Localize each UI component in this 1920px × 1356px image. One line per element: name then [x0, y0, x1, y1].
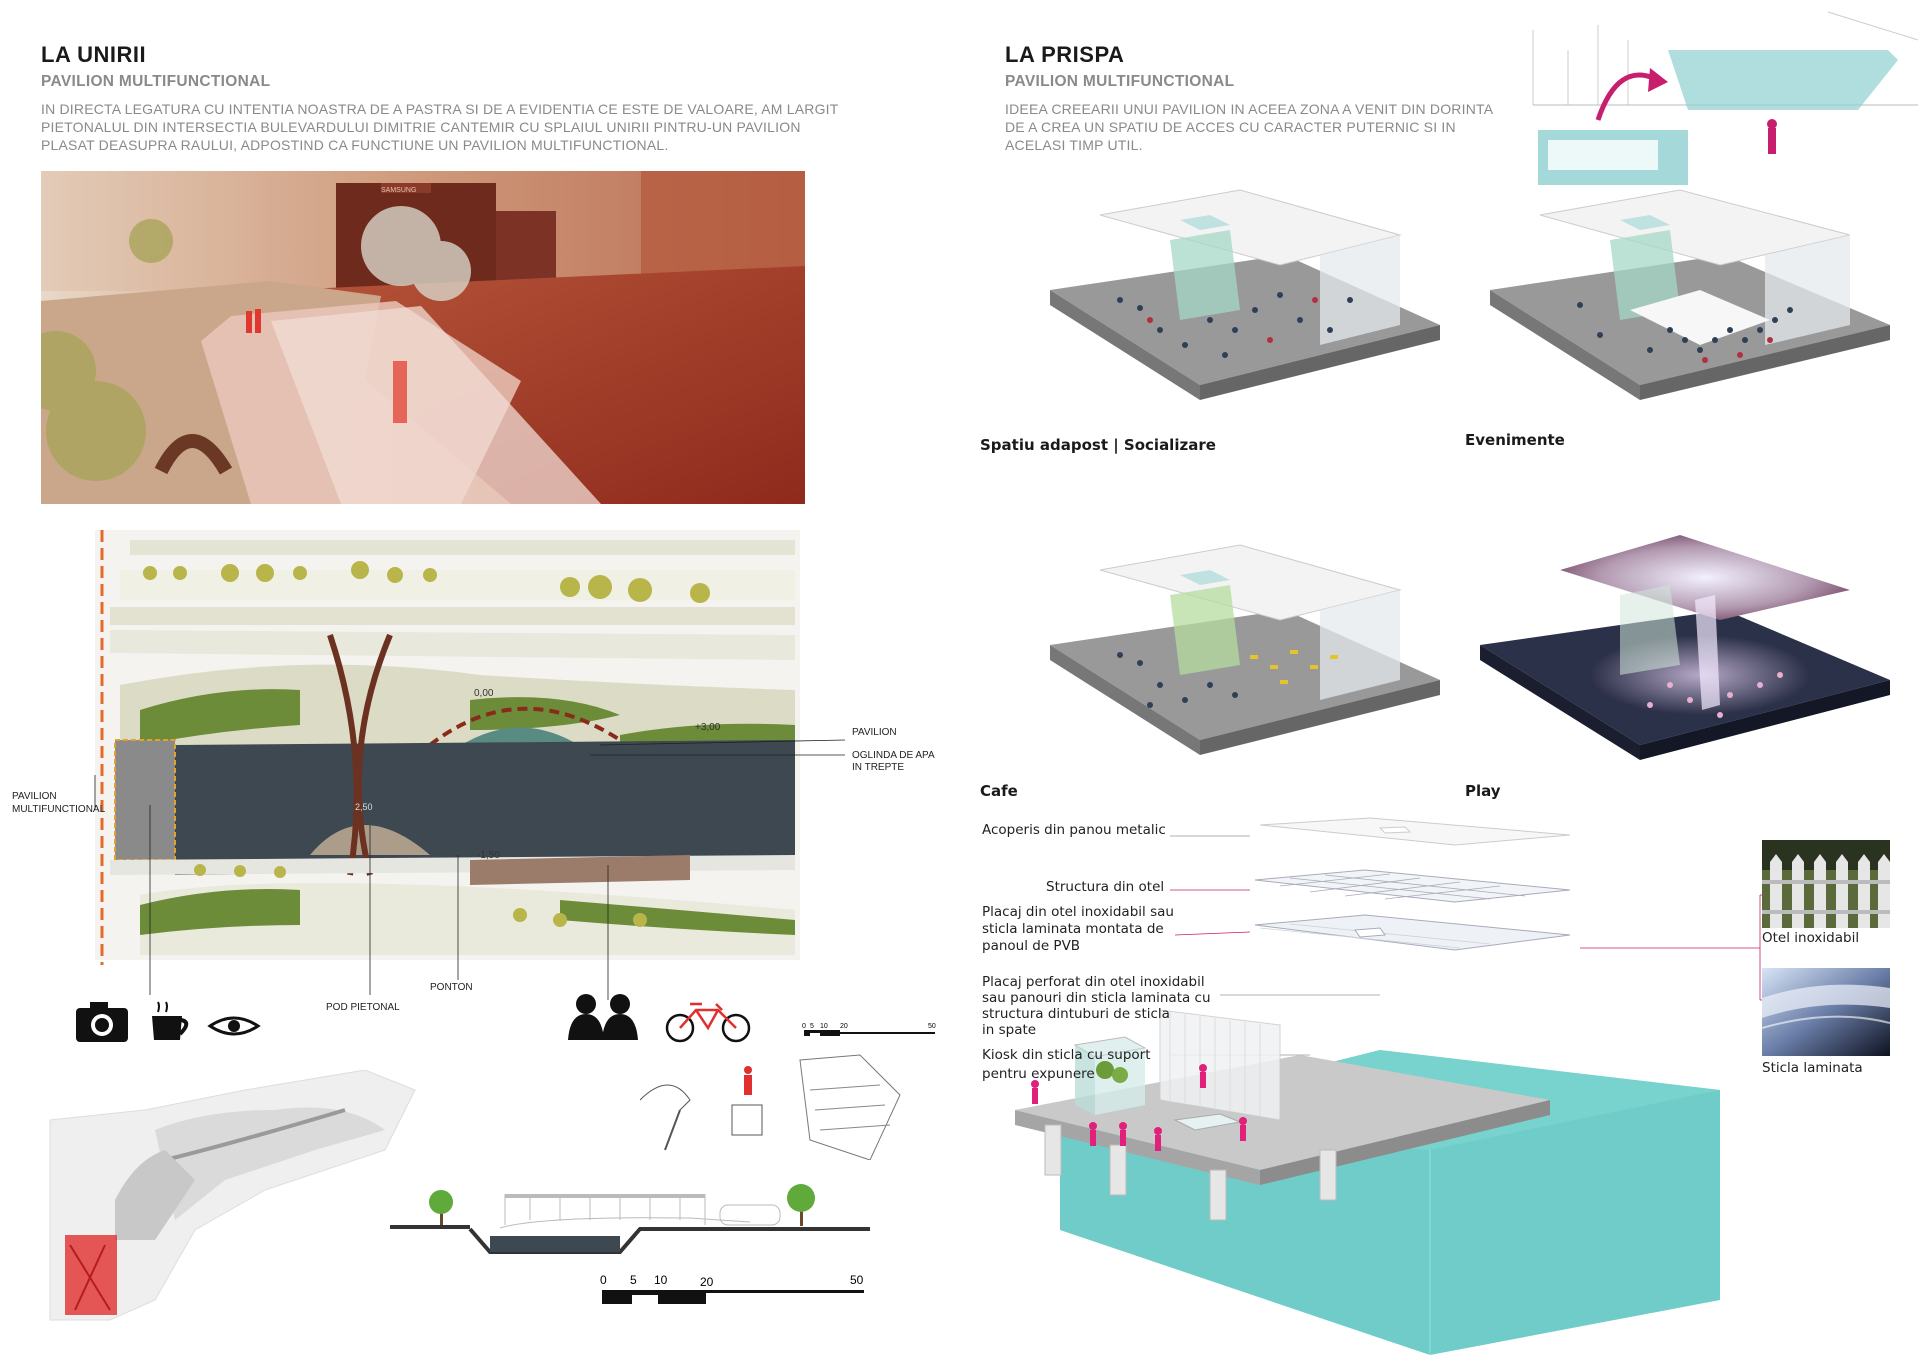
- left-paragraph-line: IN DIRECTA LEGATURA CU INTENTIA NOASTRA …: [41, 101, 839, 117]
- small-scale-50: 50: [928, 1023, 936, 1030]
- tree-icon: [429, 1190, 453, 1225]
- swatch-laminated-glass: [1762, 968, 1890, 1056]
- label-cladding-line: panoul de PVB: [982, 938, 1081, 954]
- right-title: LA PRISPA: [1005, 42, 1125, 67]
- coffee-cup-icon: [152, 1001, 189, 1040]
- big-scale-5: 5: [630, 1273, 637, 1287]
- small-scale-0: 0: [802, 1023, 806, 1030]
- river-section: [390, 1184, 870, 1254]
- right-paragraph-line: IDEEA CREEARII UNUI PAVILION IN ACEEA ZO…: [1005, 101, 1494, 117]
- label-material-glass: Sticla laminata: [1762, 1060, 1863, 1076]
- pavilion-scene-cafe: [1050, 544, 1440, 755]
- caption-shelter: Spatiu adapost | Socializare: [980, 436, 1216, 454]
- level-minus: -1,50: [477, 850, 500, 861]
- left-title: LA UNIRII: [41, 42, 147, 67]
- big-scale-20: 20: [700, 1275, 714, 1289]
- small-scale-20: 20: [840, 1023, 848, 1030]
- label-cladding-line: sticla laminata montata de: [982, 921, 1164, 937]
- label-kiosk: Kiosk din sticla cu suport pentru expune…: [982, 1046, 1151, 1084]
- location-map: [49, 1070, 416, 1321]
- right-paragraph: IDEEA CREEARII UNUI PAVILION IN ACEEA ZO…: [1005, 100, 1545, 154]
- eye-icon: [207, 1016, 261, 1036]
- label-perforated-line: sau panouri din sticla laminata cu: [982, 990, 1211, 1006]
- concept-sketch: [1532, 11, 1919, 185]
- big-scale-10: 10: [654, 1273, 668, 1287]
- level-plus: +3,00: [695, 722, 721, 733]
- label-pod: POD PIETONAL: [326, 1002, 400, 1013]
- user-bike-icons: [568, 994, 751, 1043]
- level-zero: 0,00: [474, 688, 494, 699]
- label-perforated-line: Placaj perforat din otel inoxidabil: [982, 974, 1205, 990]
- label-pavilion-multi-1: PAVILION: [12, 791, 57, 802]
- large-scale-bar: 0 5 10 20 50: [600, 1273, 864, 1304]
- site-plan: 0,00 +3,00 -1,50 2,50 PAVILION OGLINDA D…: [12, 530, 935, 1013]
- detail-sketches: [640, 1054, 901, 1160]
- small-scale-5: 5: [810, 1023, 814, 1030]
- label-kiosk-line: pentru expunere: [982, 1066, 1095, 1082]
- label-perforated-line: in spate: [982, 1022, 1037, 1038]
- label-steel-structure: Structura din otel: [1046, 879, 1165, 895]
- sign-text: SAMSUNG: [381, 187, 416, 194]
- big-scale-0: 0: [600, 1273, 607, 1287]
- activity-icons: [76, 1001, 261, 1042]
- caption-play: Play: [1465, 782, 1501, 800]
- small-scale-10: 10: [820, 1023, 828, 1030]
- users-icon: [568, 994, 638, 1040]
- swatch-stainless-steel: [1762, 840, 1890, 928]
- tree-icon: [787, 1184, 815, 1226]
- label-cladding-line: Placaj din otel inoxidabil sau: [982, 904, 1174, 920]
- label-material-steel: Otel inoxidabil: [1762, 930, 1860, 946]
- small-scale-bar: 0 5 10 20 50: [802, 1023, 936, 1036]
- right-subtitle: PAVILION MULTIFUNCTIONAL: [1005, 73, 1235, 90]
- right-paragraph-line: DE A CREA UN SPATIU DE ACCES CU CARACTER…: [1005, 119, 1456, 135]
- pavilion-scene-events: [1490, 189, 1890, 400]
- label-pavilion: PAVILION: [852, 727, 897, 738]
- label-roof: Acoperis din panou metalic: [982, 822, 1166, 838]
- label-cladding: Placaj din otel inoxidabil sau sticla la…: [982, 904, 1174, 955]
- left-paragraph: IN DIRECTA LEGATURA CU INTENTIA NOASTRA …: [41, 100, 851, 154]
- label-oglinda-2: IN TREPTE: [852, 762, 904, 773]
- left-paragraph-line: PIETONALUL DIN INTERSECTIA BULEVARDULUI …: [41, 119, 801, 135]
- big-scale-50: 50: [850, 1273, 864, 1287]
- level-mid: 2,50: [355, 802, 373, 812]
- pavilion-scene-play: [1480, 535, 1890, 760]
- label-kiosk-line: Kiosk din sticla cu suport: [982, 1047, 1151, 1063]
- label-ponton: PONTON: [430, 982, 473, 993]
- label-perforated-line: structura dintuburi de sticla: [982, 1006, 1170, 1022]
- pavilion-render-photo: SAMSUNG: [41, 171, 805, 504]
- label-perforated: Placaj perforat din otel inoxidabil sau …: [982, 974, 1211, 1038]
- caption-cafe: Cafe: [980, 782, 1018, 800]
- label-oglinda-1: OGLINDA DE APA: [852, 750, 935, 761]
- bicycle-icon: [665, 1002, 751, 1043]
- left-paragraph-line: PLASAT DEASUPRA RAULUI, ADPOSTIND CA FUN…: [41, 137, 669, 153]
- pavilion-scene-shelter: [1050, 189, 1440, 400]
- exploded-axonometric: [1015, 817, 1772, 1355]
- camera-icon: [76, 1002, 128, 1042]
- caption-events: Evenimente: [1465, 431, 1565, 449]
- right-paragraph-line: ACELASI TIMP UTIL.: [1005, 137, 1143, 153]
- label-pavilion-multi-2: MULTIFUNCTIONAL: [12, 804, 106, 815]
- left-subtitle: PAVILION MULTIFUNCTIONAL: [41, 73, 271, 90]
